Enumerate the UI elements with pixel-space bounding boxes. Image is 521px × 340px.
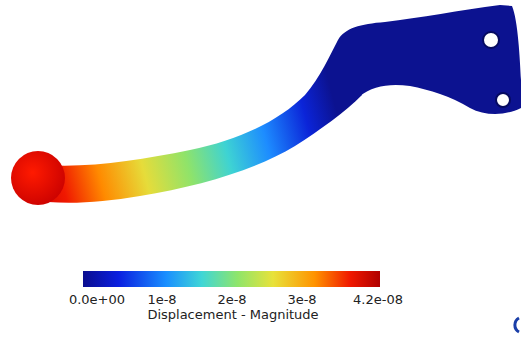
edge-fragment <box>515 318 519 332</box>
scale-tick: 1e-8 <box>147 292 176 307</box>
pivot-hole <box>483 32 499 48</box>
scale-tick: 0.0e+00 <box>69 292 125 307</box>
color-bar <box>83 271 380 287</box>
lever-ball <box>11 151 65 205</box>
scale-title: Displacement - Magnitude <box>147 307 318 322</box>
scale-tick: 3e-8 <box>287 292 316 307</box>
brake-lever <box>11 5 521 205</box>
lever-head <box>332 5 521 114</box>
scale-tick: 4.2e-08 <box>353 292 403 307</box>
pin-hole <box>496 93 510 107</box>
lever-arm <box>45 40 362 203</box>
scale-tick: 2e-8 <box>217 292 246 307</box>
